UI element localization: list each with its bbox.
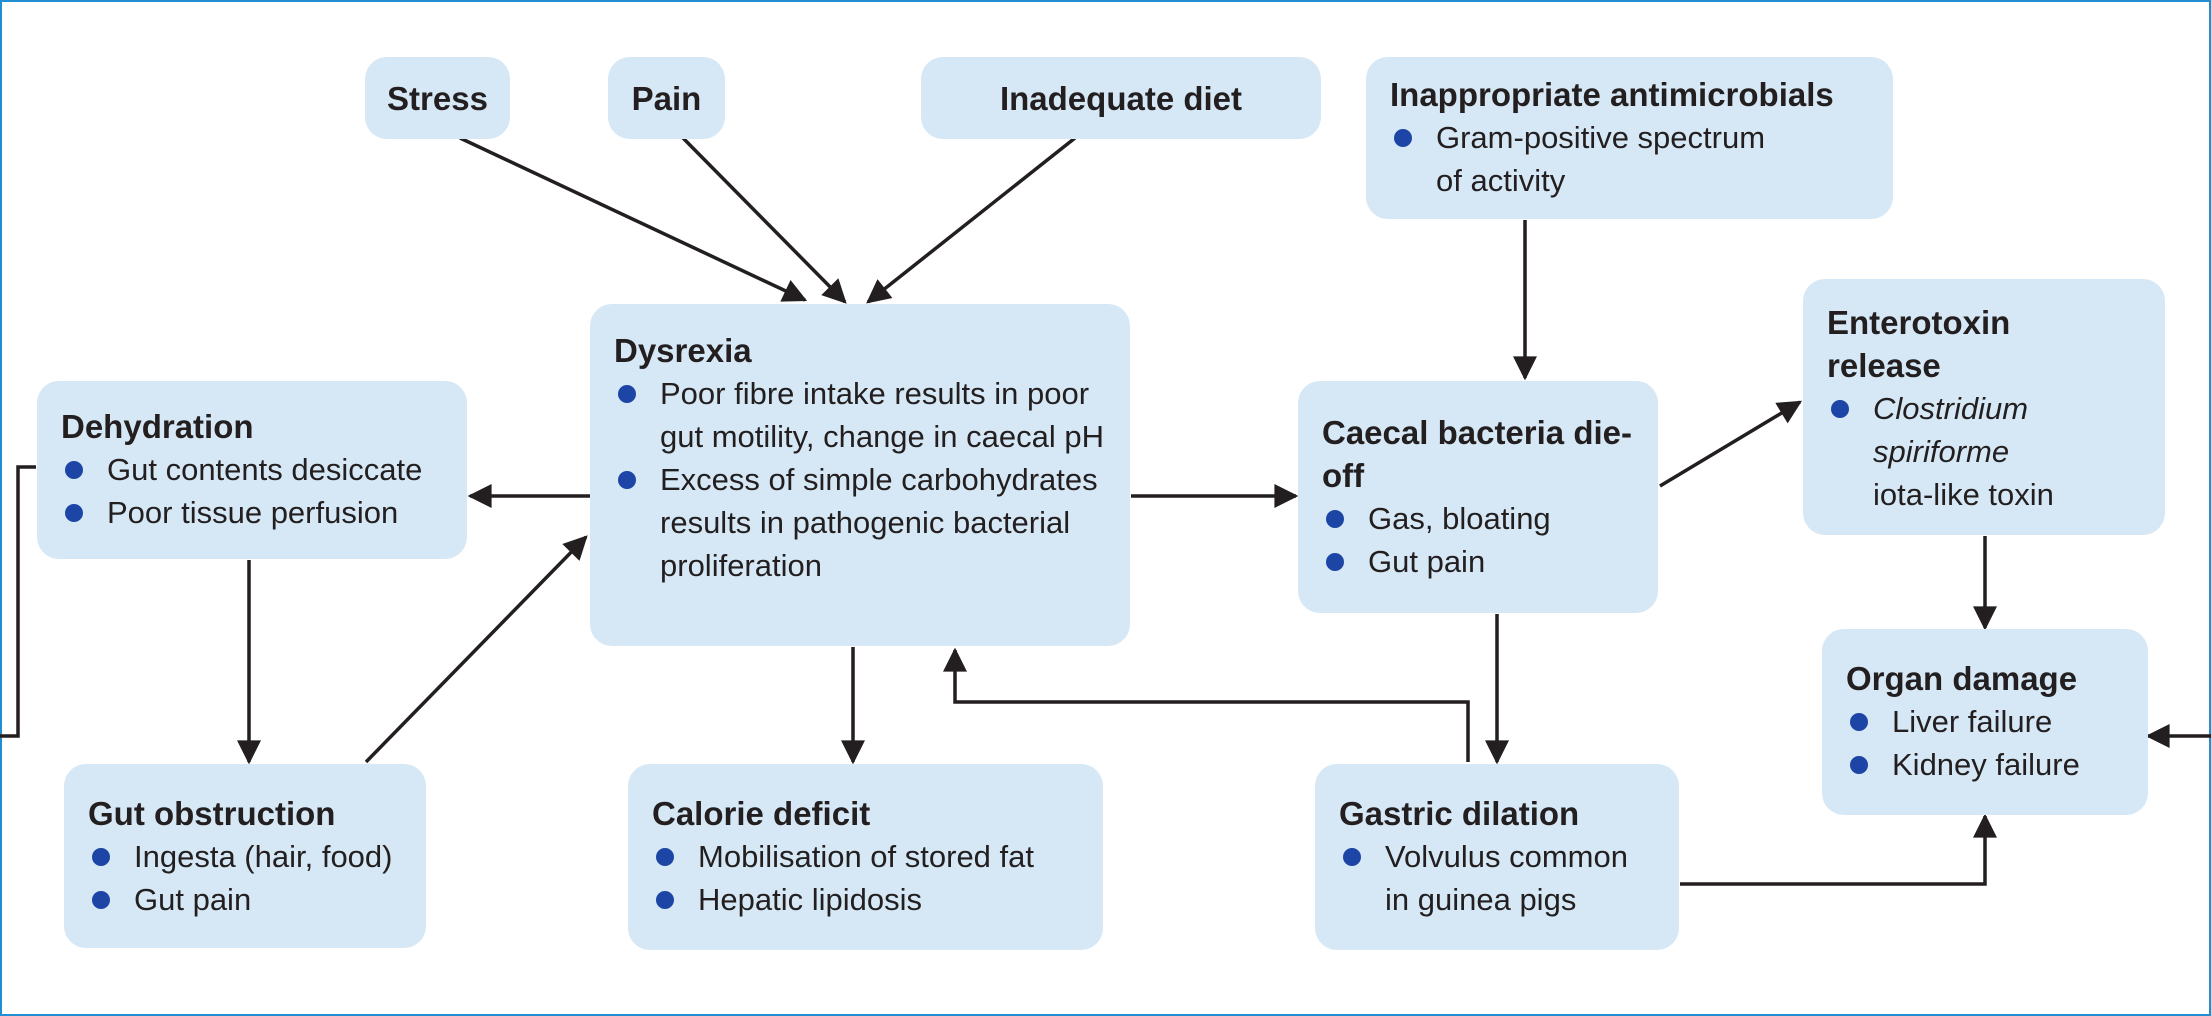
caecal-box: Caecal bacteria die-off Gas, bloating Gu…	[1298, 381, 1658, 613]
dehydration-title: Dehydration	[61, 408, 254, 445]
antimicrobials-bullet: Gram-positive spectrum of activity	[1390, 116, 1869, 202]
calorie-bullets: Mobilisation of stored fat Hepatic lipid…	[652, 835, 1079, 921]
line-offpage-left	[0, 465, 36, 738]
gut-obstruction-bullets: Ingesta (hair, food) Gut pain	[88, 835, 402, 921]
dysrexia-bullet: Excess of simple carbohydrates results i…	[614, 458, 1106, 587]
antimicrobials-title: Inappropriate antimicrobials	[1390, 76, 1834, 113]
antimicrobials-box: Inappropriate antimicrobials Gram-positi…	[1366, 57, 1893, 219]
dysrexia-bullets: Poor fibre intake results in poor gut mo…	[614, 372, 1106, 587]
arrow-gastric-to-organ	[1680, 813, 1997, 886]
calorie-bullet: Mobilisation of stored fat	[652, 835, 1079, 878]
pain-title: Pain	[631, 79, 702, 117]
organ-bullet: Liver failure	[1846, 700, 2124, 743]
caecal-title: Caecal bacteria die-off	[1322, 414, 1632, 494]
gut-obstruction-bullet: Ingesta (hair, food)	[88, 835, 402, 878]
arrow-stress-to-dysrexia	[459, 136, 808, 302]
enterotoxin-bullets: Clostridium spiriforme	[1827, 387, 2141, 473]
caecal-bullet: Gas, bloating	[1322, 497, 1634, 540]
arrow-diet-to-dysrexia	[866, 136, 1077, 304]
enterotoxin-bullet-rest: iota-like toxin	[1873, 477, 2054, 512]
dysrexia-box: Dysrexia Poor fibre intake results in po…	[590, 304, 1130, 646]
dehydration-bullet: Gut contents desiccate	[61, 448, 443, 491]
gut-obstruction-bullet: Gut pain	[88, 878, 402, 921]
organ-title: Organ damage	[1846, 660, 2078, 697]
dehydration-bullets: Gut contents desiccate Poor tissue perfu…	[61, 448, 443, 534]
organ-bullet: Kidney failure	[1846, 743, 2124, 786]
gastric-bullets: Volvulus common in guinea pigs	[1339, 835, 1655, 921]
gastric-box: Gastric dilation Volvulus common in guin…	[1315, 764, 1679, 950]
caecal-bullets: Gas, bloating Gut pain	[1322, 497, 1634, 583]
stress-box: Stress	[365, 57, 510, 139]
gastric-title: Gastric dilation	[1339, 795, 1580, 832]
calorie-box: Calorie deficit Mobilisation of stored f…	[628, 764, 1103, 950]
organ-bullets: Liver failure Kidney failure	[1846, 700, 2124, 786]
antimicrobials-bullets: Gram-positive spectrum of activity	[1390, 116, 1869, 202]
enterotoxin-title: Enterotoxin release	[1827, 304, 2011, 384]
enterotoxin-bullet-species: Clostridium spiriforme	[1873, 391, 2029, 469]
dehydration-box: Dehydration Gut contents desiccate Poor …	[37, 381, 467, 559]
calorie-title: Calorie deficit	[652, 795, 871, 832]
calorie-bullet: Hepatic lipidosis	[652, 878, 1079, 921]
arrow-caecal-to-enterotoxin	[1659, 400, 1803, 488]
dehydration-bullet: Poor tissue perfusion	[61, 491, 443, 534]
stress-title: Stress	[387, 79, 488, 117]
gastric-bullet: Volvulus common in guinea pigs	[1339, 835, 1655, 921]
enterotoxin-bullet: Clostridium spiriforme	[1827, 387, 2141, 473]
arrow-pain-to-dysrexia	[681, 136, 847, 304]
caecal-bullet: Gut pain	[1322, 540, 1634, 583]
dysrexia-bullet: Poor fibre intake results in poor gut mo…	[614, 372, 1106, 458]
inadequate-diet-box: Inadequate diet	[921, 57, 1321, 139]
gut-obstruction-box: Gut obstruction Ingesta (hair, food) Gut…	[64, 764, 426, 948]
enterotoxin-box: Enterotoxin release Clostridium spirifor…	[1803, 279, 2165, 535]
inadequate-diet-title: Inadequate diet	[999, 79, 1243, 117]
organ-box: Organ damage Liver failure Kidney failur…	[1822, 629, 2148, 815]
arrow-obstruction-to-dysrexia	[364, 535, 588, 764]
gut-obstruction-title: Gut obstruction	[88, 795, 336, 832]
pain-box: Pain	[608, 57, 725, 139]
arrow-gastric-dysrexia-loop	[943, 647, 1470, 762]
dysrexia-title: Dysrexia	[614, 332, 752, 369]
